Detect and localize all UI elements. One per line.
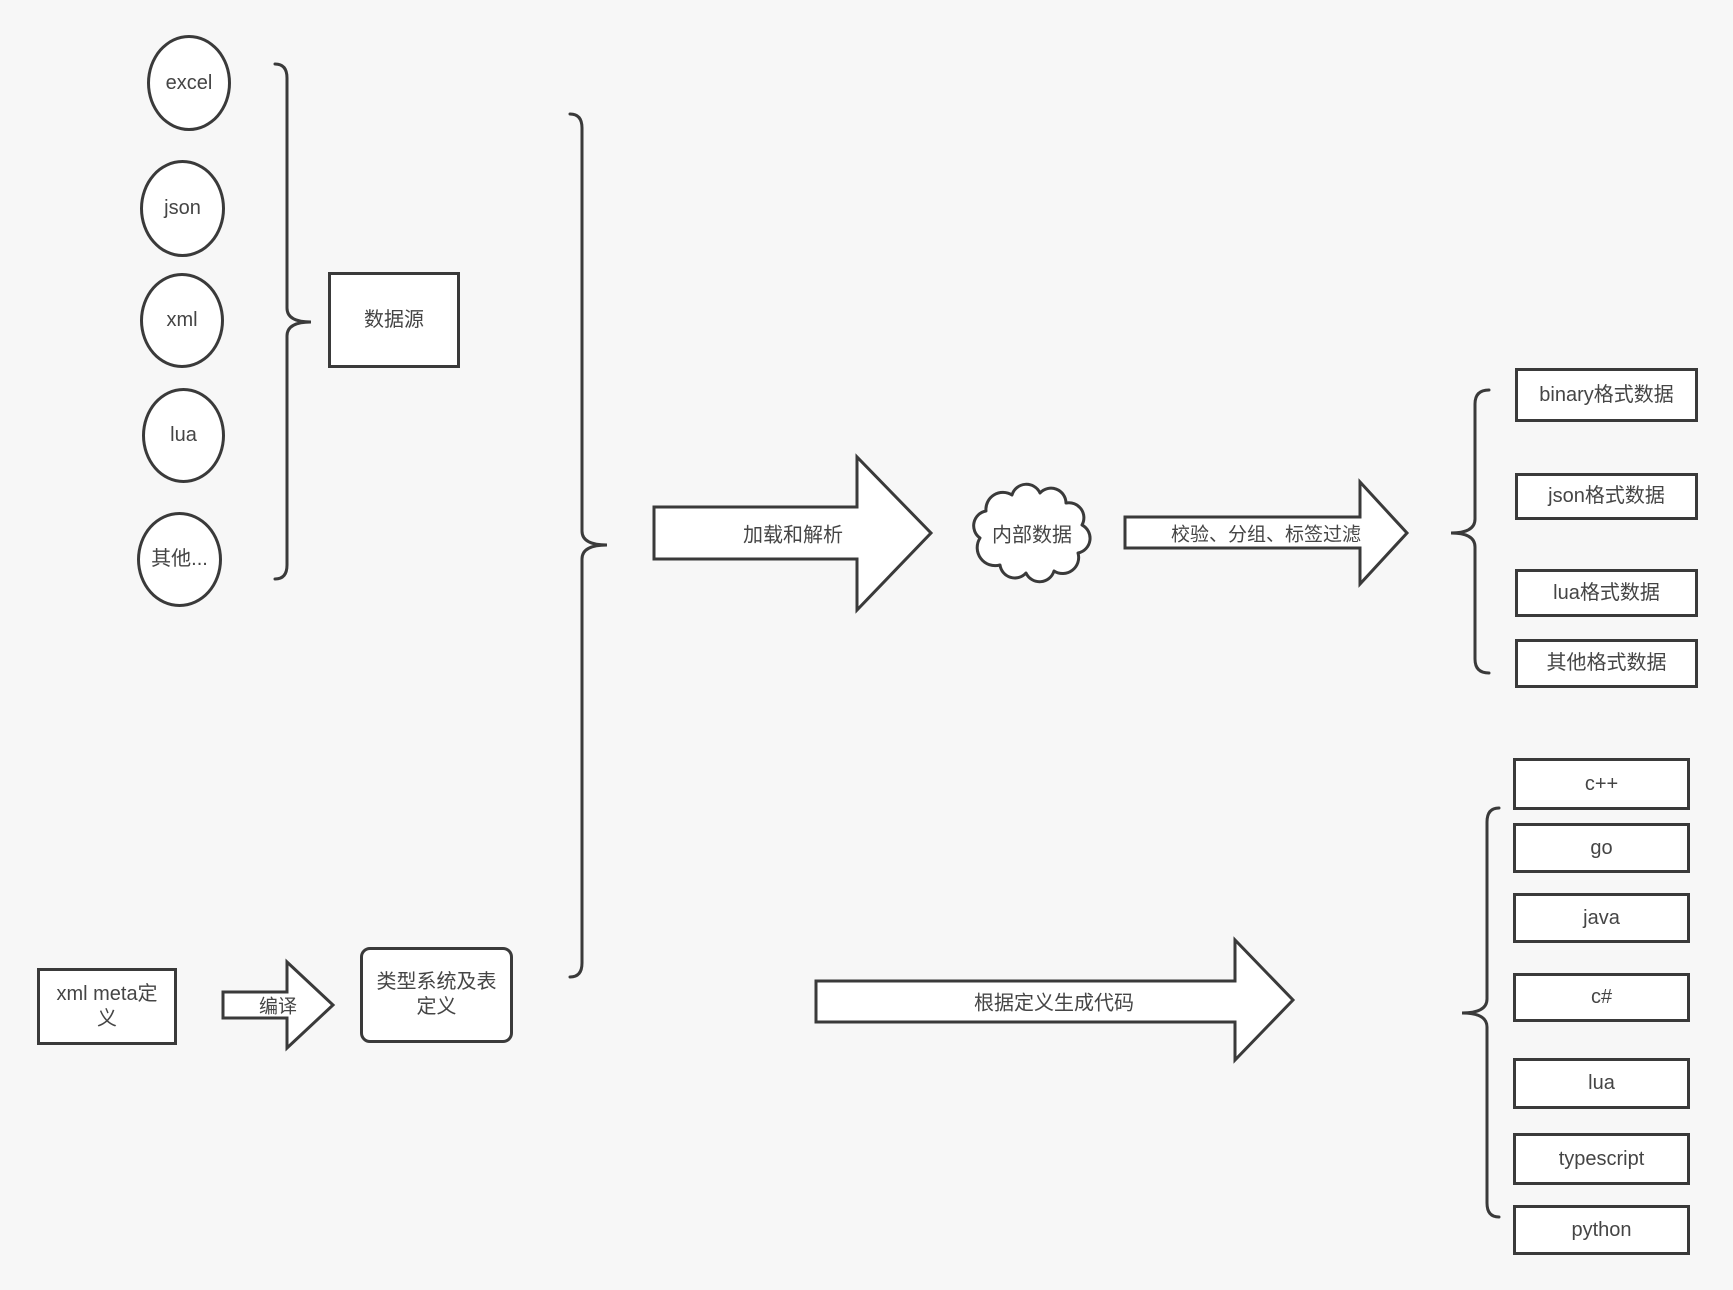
language-box-typescript: typescript <box>1513 1133 1690 1185</box>
format-box-binary: binary格式数据 <box>1515 368 1698 422</box>
inputs-brace <box>568 112 608 979</box>
xml-meta-box: xml meta定义 <box>37 968 177 1045</box>
language-box-go: go <box>1513 823 1690 873</box>
language-box-cpp: c++ <box>1513 758 1690 810</box>
format-box-other: 其他格式数据 <box>1515 639 1698 688</box>
language-box-csharp: c# <box>1513 973 1690 1022</box>
xml-meta-label: xml meta定义 <box>56 982 158 1030</box>
languages-brace <box>1461 806 1501 1219</box>
compile-label: 编译 <box>258 996 298 1018</box>
type-system-box: 类型系统及表定义 <box>360 947 513 1043</box>
format-box-lua: lua格式数据 <box>1515 569 1698 617</box>
generate-code-label: 根据定义生成代码 <box>974 992 1134 1015</box>
filter-arrow <box>1123 478 1410 588</box>
sources-brace <box>273 62 312 581</box>
internal-data-label: 内部数据 <box>992 524 1072 547</box>
format-box-json: json格式数据 <box>1515 473 1698 520</box>
type-system-label: 类型系统及表定义 <box>376 971 497 1018</box>
source-ellipse-json: json <box>140 160 225 257</box>
source-ellipse-excel: excel <box>147 35 231 131</box>
generate-code-arrow <box>814 936 1296 1064</box>
filter-label: 校验、分组、标签过滤 <box>1170 524 1362 546</box>
data-source-box: 数据源 <box>328 272 460 368</box>
internal-data-cloud <box>972 482 1092 584</box>
language-box-lua: lua <box>1513 1058 1690 1109</box>
source-ellipse-lua: lua <box>142 388 225 483</box>
formats-brace <box>1450 388 1491 675</box>
load-parse-label: 加载和解析 <box>743 524 843 547</box>
language-box-java: java <box>1513 893 1690 943</box>
load-parse-arrow <box>652 453 934 614</box>
compile-arrow <box>221 958 336 1052</box>
language-box-python: python <box>1513 1205 1690 1255</box>
source-ellipse-xml: xml <box>140 273 224 368</box>
source-ellipse-other: 其他... <box>137 512 222 607</box>
